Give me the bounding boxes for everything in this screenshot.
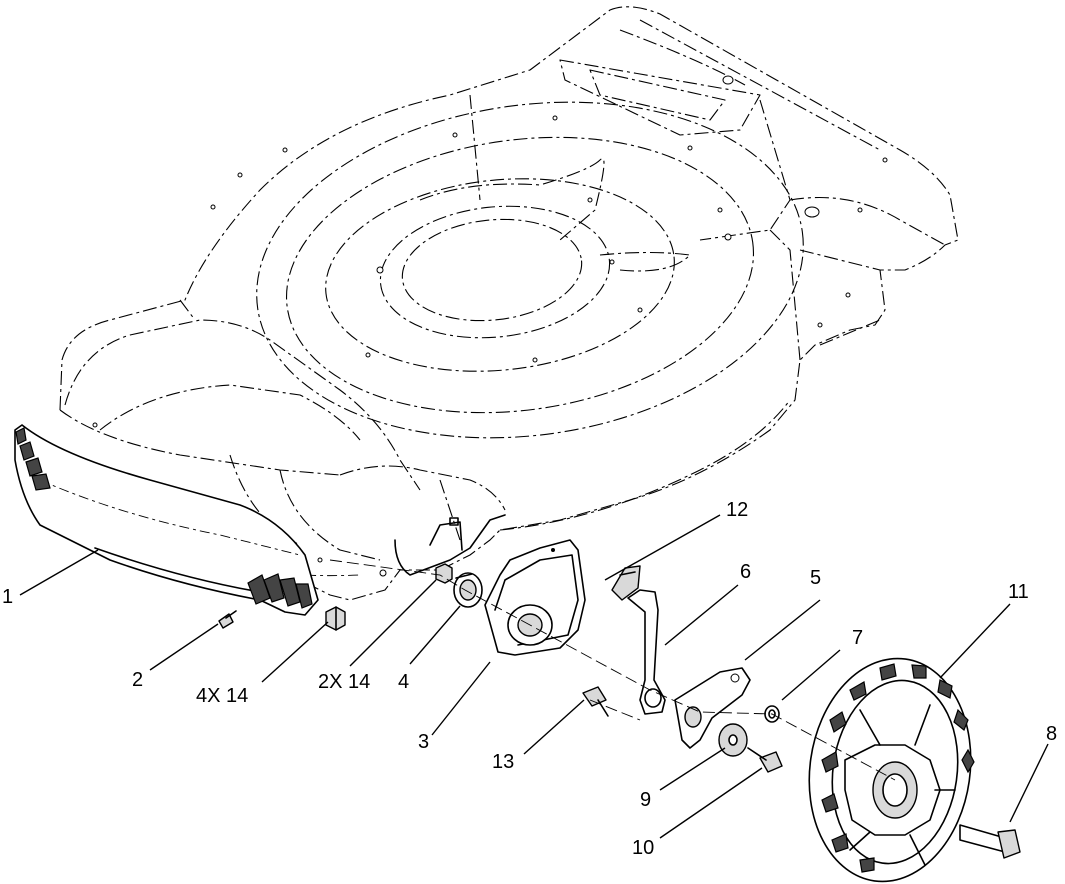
part-5-wheel-bracket (674, 667, 751, 749)
part-8-axle-bolt (959, 824, 1021, 859)
part-3-pivot-plate (484, 539, 586, 656)
part-9-flat-washer (718, 723, 748, 757)
callout-2: 2 (132, 669, 143, 691)
wheel-hub (844, 704, 956, 866)
callout-labels: 1 2 4X 14 2X 14 4 3 13 12 6 5 7 11 9 10 … (2, 499, 1057, 859)
bumper-logo-left (15, 427, 51, 491)
bolt-centerline (589, 699, 641, 721)
callout-9: 9 (640, 789, 651, 811)
part-11-wheel (808, 657, 975, 883)
part-4-bushing (453, 572, 483, 608)
part-10-bolt (747, 747, 783, 773)
part-13-bolt (582, 686, 609, 717)
part-14-nut-side (435, 563, 453, 584)
part-2-screw (218, 610, 237, 629)
deck-mounting-holes (92, 75, 888, 563)
callout-4: 4 (398, 671, 409, 693)
assembly-centerline (329, 559, 896, 781)
part-6-height-lever (627, 589, 666, 715)
callout-8: 8 (1046, 723, 1057, 745)
callout-5: 5 (810, 567, 821, 589)
callout-1: 1 (2, 586, 13, 608)
callout-14b: 2X 14 (318, 671, 370, 693)
part-14-nut-front (325, 606, 346, 631)
bumper-logo-right (247, 573, 313, 609)
callout-11: 11 (1008, 581, 1029, 603)
callout-13: 13 (492, 751, 514, 773)
front-bumper (14, 424, 319, 616)
leader-lines (19, 514, 1049, 839)
callout-10: 10 (632, 837, 654, 859)
callout-12: 12 (726, 499, 748, 521)
part-12-clip (611, 565, 641, 601)
callout-3: 3 (418, 731, 429, 753)
callout-6: 6 (740, 561, 751, 583)
mower-deck-phantom (59, 6, 959, 601)
callout-14a: 4X 14 (196, 685, 248, 707)
wheel-tread (821, 663, 975, 873)
callout-7: 7 (852, 627, 863, 649)
